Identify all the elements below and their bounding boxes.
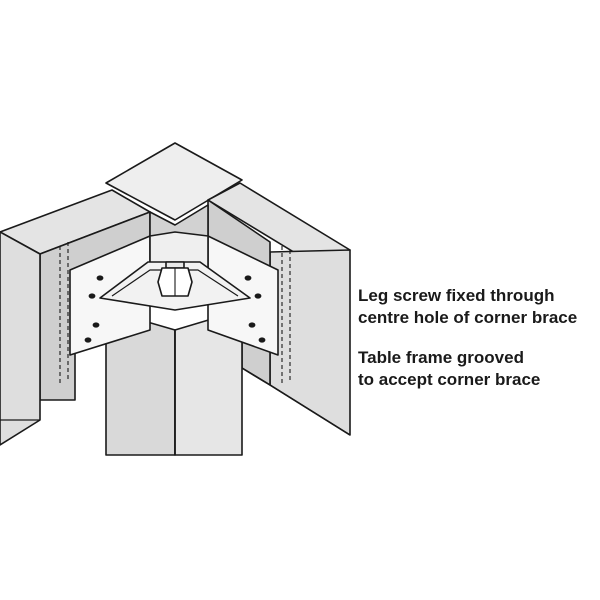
leg-top-face [105, 142, 243, 221]
left-rail-outer-face [0, 231, 41, 446]
brace-screw-holes [84, 275, 266, 343]
callout-leg-screw: Leg screw fixed through centre hole of c… [358, 285, 598, 329]
leg-screw-nut [157, 261, 193, 297]
callout-frame-groove-line-1: Table frame grooved [358, 348, 524, 367]
callout-leg-screw-line-1: Leg screw fixed through [358, 286, 555, 305]
callout-frame-groove: Table frame grooved to accept corner bra… [358, 347, 598, 391]
groove-hidden-lines [59, 242, 291, 385]
callout-leg-screw-line-2: centre hole of corner brace [358, 308, 578, 327]
callout-frame-groove-line-2: to accept corner brace [358, 370, 541, 389]
